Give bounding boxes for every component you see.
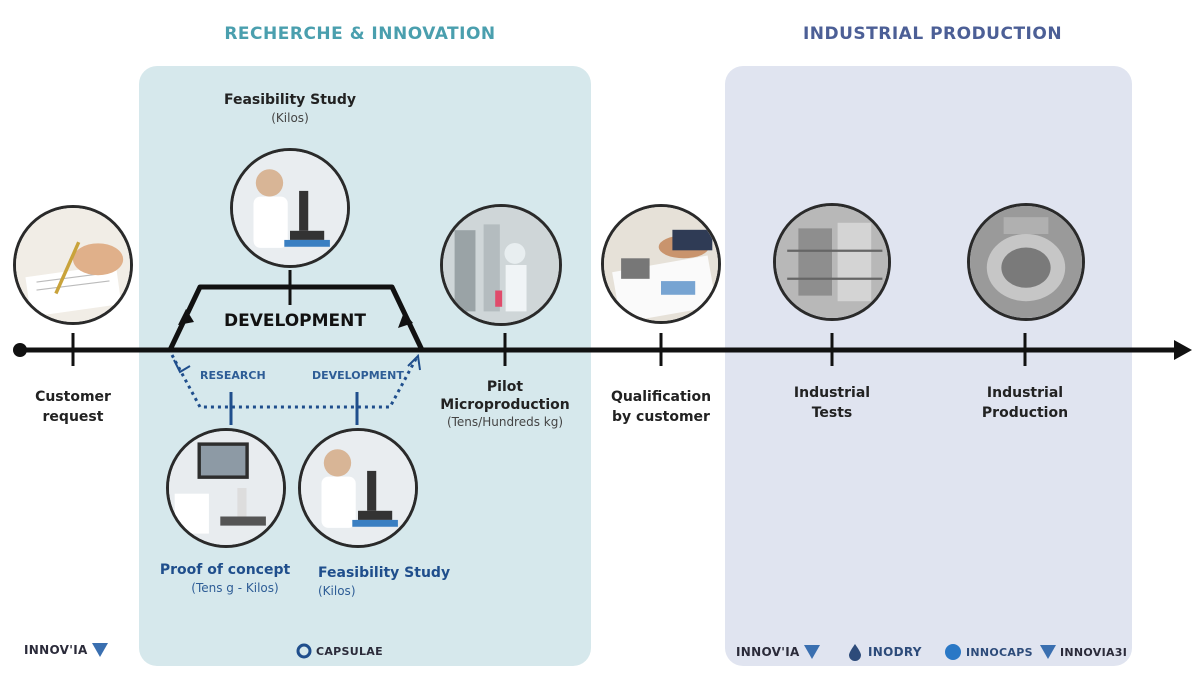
innovia-mark-icon — [803, 645, 820, 659]
feasibility-bottom-sub: (Kilos) — [318, 584, 356, 598]
inodry-logo: INODRY — [846, 643, 922, 661]
lab-icon — [443, 207, 559, 323]
calculator-icon — [604, 207, 718, 321]
capsulae-logo: CAPSULAE — [296, 643, 383, 659]
industrial-tests-image — [773, 203, 891, 321]
research-branch-label: RESEARCH — [200, 369, 266, 382]
drop-icon — [849, 644, 861, 661]
pilot-sub: (Tens/Hundreds kg) — [446, 415, 564, 429]
inodry-text: INODRY — [868, 645, 922, 659]
industrial-production-image — [967, 203, 1085, 321]
rd-section-title: RECHERCHE & INNOVATION — [224, 24, 496, 44]
customer-request-text: Customer request — [35, 389, 111, 425]
feasibility-study-top-image — [230, 148, 350, 268]
dryer-icon — [970, 206, 1082, 318]
microscope-icon — [301, 431, 415, 545]
proof-of-concept-label: Proof of concept (Tens g - Kilos) — [150, 560, 300, 596]
industrial-section-title: INDUSTRIAL PRODUCTION — [802, 24, 1063, 44]
innocaps-text: INNOCAPS — [966, 645, 1033, 659]
innovia3i-logo: INNOVIA3I — [1040, 645, 1127, 659]
qualification-image — [601, 204, 721, 324]
sphere-icon — [945, 644, 961, 660]
feasibility-top-title: Feasibility Study — [223, 92, 357, 108]
pilot-label: Pilot Microproduction (Tens/Hundreds kg) — [440, 378, 570, 430]
microscope-icon — [233, 151, 347, 265]
pilot-microproduction-image — [440, 204, 562, 326]
innovia-mark-icon — [91, 643, 108, 657]
writing-hand-icon — [16, 208, 130, 322]
innocaps-logo: INNOCAPS — [944, 643, 1033, 661]
proof-of-concept-image — [166, 428, 286, 548]
feasibility-study-top-label: Feasibility Study (Kilos) — [210, 90, 370, 126]
innovia-logo-left: INNOV'IA — [24, 643, 108, 657]
qualification-text: Qualification by customer — [610, 389, 712, 425]
feasibility-study-bottom-label: Feasibility Study (Kilos) — [318, 563, 458, 599]
industrial-tank-icon — [776, 206, 888, 318]
customer-request-image — [13, 205, 133, 325]
development-branch-label: DEVELOPMENT — [312, 369, 404, 382]
innovia-right-text: INNOV'IA — [736, 645, 800, 659]
microscope-icon — [169, 431, 283, 545]
feasibility-bottom-title: Feasibility Study — [318, 565, 451, 581]
industrial-tests-label: Industrial Tests — [782, 383, 882, 423]
feasibility-study-bottom-image — [298, 428, 418, 548]
industrial-production-label: Industrial Production — [975, 383, 1075, 423]
industrial-production-text: Industrial Production — [981, 385, 1069, 421]
development-label: DEVELOPMENT — [224, 311, 366, 331]
industrial-production-panel — [725, 66, 1132, 666]
qualification-label: Qualification by customer — [605, 387, 717, 427]
innovia-left-text: INNOV'IA — [24, 643, 88, 657]
innovia-logo-right: INNOV'IA — [736, 645, 820, 659]
industrial-tests-text: Industrial Tests — [793, 385, 871, 421]
proof-of-concept-title: Proof of concept — [159, 562, 291, 578]
customer-request-label: Customer request — [28, 387, 118, 427]
pilot-title: Pilot Microproduction — [440, 379, 570, 413]
proof-of-concept-sub: (Tens g - Kilos) — [191, 581, 279, 595]
research-innovation-panel — [139, 66, 591, 666]
innovia3i-text: INNOVIA3I — [1060, 645, 1128, 659]
capsulae-mark-icon — [296, 643, 312, 659]
feasibility-top-sub: (Kilos) — [271, 111, 309, 125]
capsulae-text: CAPSULAE — [316, 644, 383, 658]
innovia-mark-icon — [1040, 645, 1056, 659]
